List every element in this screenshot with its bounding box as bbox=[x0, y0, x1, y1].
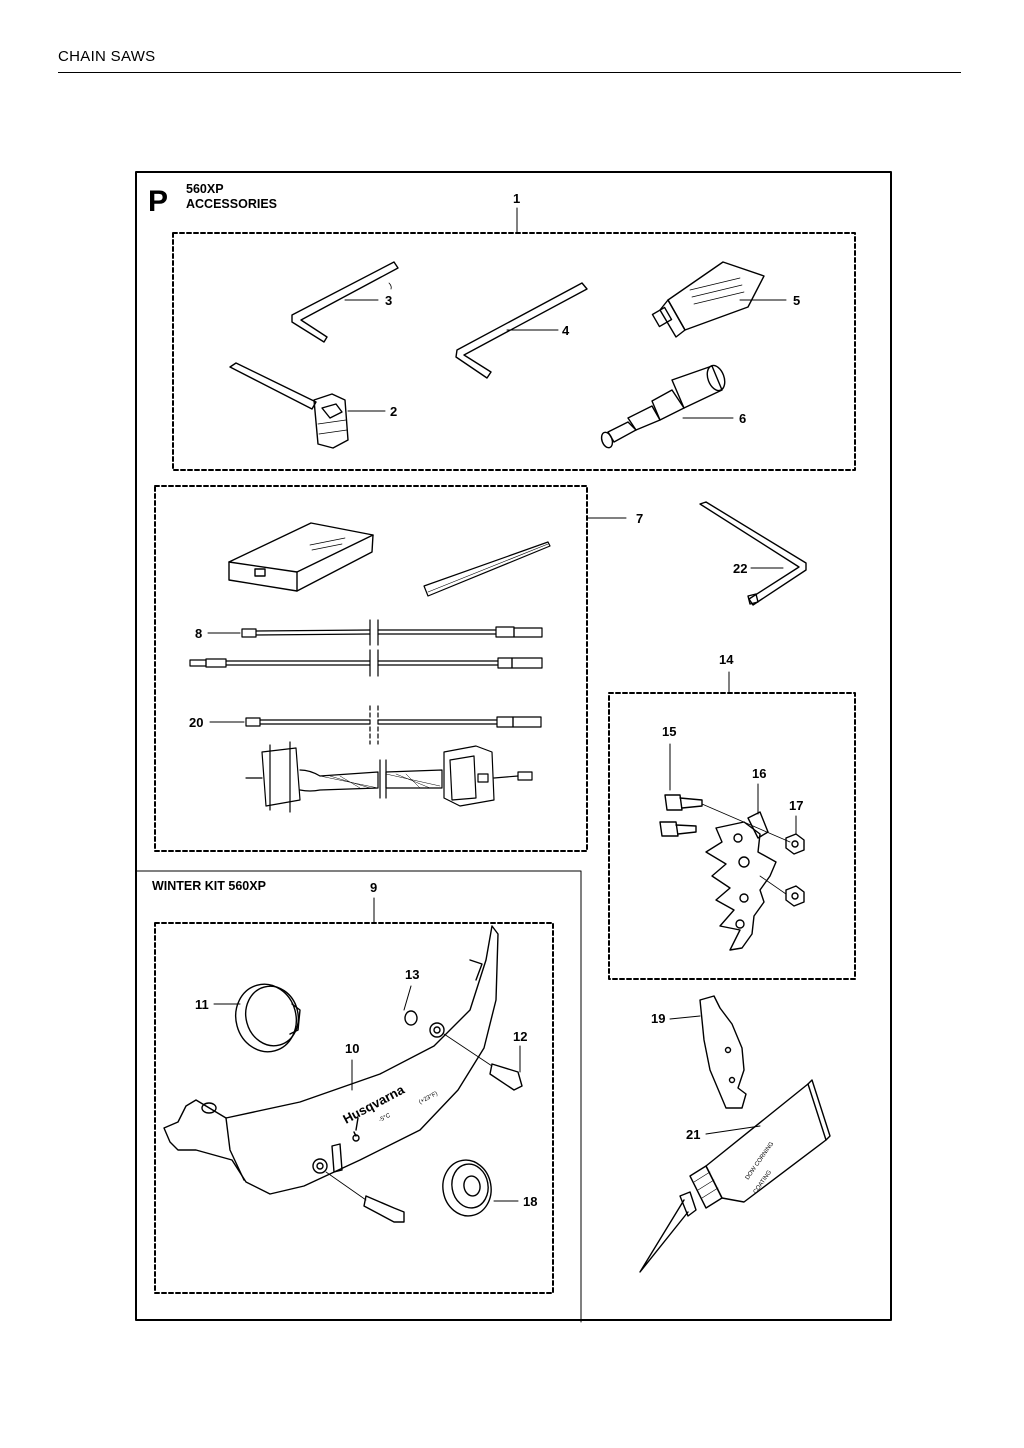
group-box-9 bbox=[154, 922, 554, 1294]
cover-temp-f: (+23°F) bbox=[418, 1091, 439, 1106]
group-box-7 bbox=[154, 485, 588, 852]
winter-kit-frame bbox=[135, 870, 582, 1323]
callout-13: 13 bbox=[405, 967, 419, 982]
wiring-harness bbox=[245, 741, 533, 813]
callout-2: 2 bbox=[390, 404, 397, 419]
callout-6: 6 bbox=[739, 411, 746, 426]
callout-4: 4 bbox=[562, 323, 570, 338]
callout-12: 12 bbox=[513, 1029, 527, 1044]
bumper-spike-assembly bbox=[659, 794, 805, 951]
callout-15: 15 bbox=[662, 724, 676, 739]
callout-1: 1 bbox=[513, 191, 520, 206]
callout-5: 5 bbox=[793, 293, 800, 308]
o-ring-13 bbox=[404, 1010, 418, 1026]
callout-20: 20 bbox=[189, 715, 203, 730]
callout-7: 7 bbox=[636, 511, 643, 526]
callout-9: 9 bbox=[370, 880, 377, 895]
cable-8 bbox=[241, 619, 543, 646]
cover-logo-text: Husqvarna bbox=[340, 1081, 407, 1126]
plate-title: ACCESSORIES bbox=[186, 197, 277, 211]
section-header: CHAIN SAWS bbox=[58, 48, 156, 65]
angled-key bbox=[699, 501, 807, 606]
cover-temp-c: -5°C bbox=[378, 1112, 392, 1123]
callout-18: 18 bbox=[523, 1194, 537, 1209]
cable-20 bbox=[245, 705, 542, 745]
callout-22: 22 bbox=[733, 561, 747, 576]
combination-wrench bbox=[229, 362, 349, 449]
callout-10: 10 bbox=[345, 1041, 359, 1056]
tweezers bbox=[423, 541, 551, 597]
hex-key-large bbox=[455, 282, 588, 379]
winter-cover bbox=[163, 925, 499, 1195]
grease-tube bbox=[651, 261, 765, 338]
callout-17: 17 bbox=[789, 798, 803, 813]
callout-11: 11 bbox=[195, 997, 209, 1012]
callout-8: 8 bbox=[195, 626, 202, 641]
hex-key-small bbox=[291, 261, 399, 343]
screw-12 bbox=[443, 1033, 523, 1091]
coating-tube bbox=[639, 1079, 831, 1273]
callout-19: 19 bbox=[651, 1011, 665, 1026]
piston-stop-tool bbox=[600, 364, 726, 449]
callout-14: 14 bbox=[719, 652, 734, 667]
grommet bbox=[442, 1159, 492, 1217]
callout-21: 21 bbox=[686, 1127, 700, 1142]
plate-frame bbox=[135, 171, 892, 1321]
plate-model: 560XP bbox=[186, 182, 224, 196]
rubber-plug bbox=[235, 983, 301, 1053]
header-rule bbox=[58, 72, 961, 73]
winter-kit-title: WINTER KIT 560XP bbox=[152, 879, 266, 893]
group-box-1 bbox=[172, 232, 856, 471]
screw-lower bbox=[325, 1171, 405, 1223]
cable-adapter bbox=[189, 649, 543, 677]
plate-letter: P bbox=[148, 185, 168, 218]
bar-spike bbox=[699, 995, 747, 1109]
callout-16: 16 bbox=[752, 766, 766, 781]
diagnostic-box bbox=[228, 522, 374, 592]
callout-3: 3 bbox=[385, 293, 392, 308]
group-box-14 bbox=[608, 692, 856, 980]
